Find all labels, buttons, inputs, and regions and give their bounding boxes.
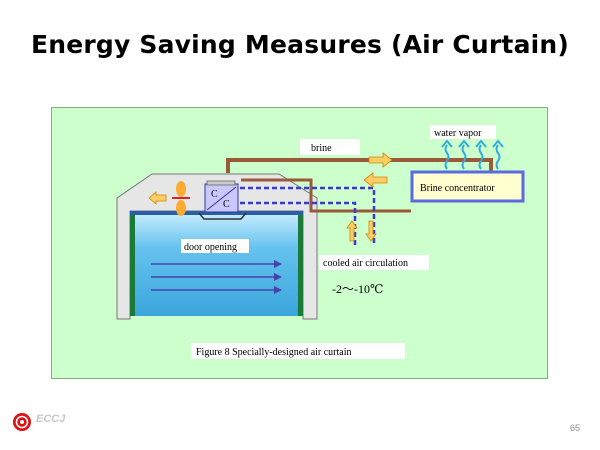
cooler-label-bottom: C (223, 199, 230, 210)
cooler-label-top: C (211, 189, 218, 200)
brine-label-bg (300, 139, 360, 155)
air-curtain-diagram: C C Brine concentrator (51, 107, 548, 379)
fan-icon (172, 181, 190, 216)
logo-text: ECCJ (36, 413, 66, 425)
cooled-air-up-arrow-icon (346, 220, 358, 242)
figure-caption: Figure 8 Specially-designed air curtain (196, 347, 352, 358)
brine-flow-arrow-icon (368, 152, 393, 168)
outlet-arrow-icon (148, 191, 167, 205)
cooled-air-pipe-inner (240, 201, 357, 245)
cooled-air-label-bg (319, 255, 429, 270)
temperature-label: -2〜-10℃ (332, 282, 383, 296)
brine-flow-arrow-icon (363, 172, 388, 188)
page-number: 65 (569, 423, 580, 433)
water-vapor-arrows (441, 139, 504, 170)
brine-pipe (226, 158, 493, 173)
cooled-air-pipe-outer (240, 186, 376, 245)
cooled-air-label: cooled air circulation (323, 258, 408, 269)
eccj-logo: ECCJ (12, 412, 92, 432)
door-frame-left (130, 211, 135, 316)
door-top-bar (130, 211, 303, 215)
eccj-logo-icon (13, 413, 31, 431)
door-opening-label-bg (181, 239, 249, 253)
brine-label: brine (311, 143, 332, 154)
brine-pipe-return (241, 178, 411, 213)
cooler-unit: C C (198, 180, 247, 220)
figure-caption-bg (191, 343, 405, 359)
brine-concentrator-box (410, 170, 525, 203)
water-vapor-label-bg (430, 125, 496, 139)
door-frame-right (298, 211, 303, 316)
cooled-air-down-arrow-icon (365, 220, 377, 242)
door-opening-label: door opening (184, 242, 237, 253)
slide-title: Energy Saving Measures (Air Curtain) (30, 30, 570, 59)
water-vapor-label: water vapor (434, 128, 482, 139)
brine-concentrator-label: Brine concentrator (420, 183, 495, 194)
